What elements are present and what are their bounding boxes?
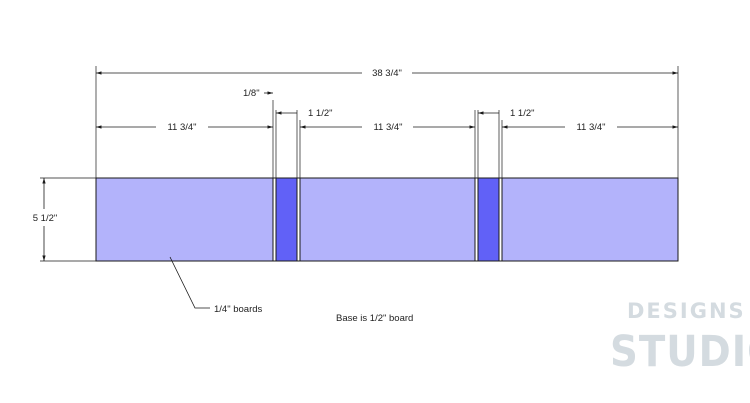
board-panel-2 <box>299 177 476 262</box>
dimension-height: 5 1/2" <box>28 178 62 261</box>
dimension-height-label: 5 1/2" <box>33 213 58 224</box>
dimension-gap: 1/8" <box>243 88 273 99</box>
dimension-section-3-label: 11 3/4" <box>576 122 605 133</box>
dimension-spacer-1-label: 1 1/2" <box>308 108 333 119</box>
dimension-section-2: 11 3/4" <box>300 122 475 133</box>
dimension-section-1: 11 3/4" <box>96 122 273 133</box>
dimension-spacer-2-label: 1 1/2" <box>510 108 535 119</box>
board-panel-1 <box>95 177 274 262</box>
dimension-overall-label: 38 3/4" <box>372 68 402 79</box>
dimension-section-2-label: 11 3/4" <box>373 122 402 133</box>
dimension-spacer-1: 1 1/2" <box>276 108 333 119</box>
spacer-board-1 <box>275 177 298 262</box>
watermark-logo: DESIGNS BY STUDIO C <box>610 299 750 377</box>
boards <box>95 177 679 262</box>
board-panel-3 <box>501 177 679 262</box>
boards-note: 1/4" boards <box>214 304 263 315</box>
dimension-section-3: 11 3/4" <box>502 122 678 133</box>
boards-callout: 1/4" boards <box>169 256 263 315</box>
dimension-spacer-2: 1 1/2" <box>478 108 535 119</box>
watermark-line2: STUDIO C <box>610 327 750 377</box>
dimension-overall: 38 3/4" <box>96 68 678 79</box>
dimension-gap-label: 1/8" <box>243 88 260 99</box>
dimension-section-1-label: 11 3/4" <box>167 122 196 133</box>
base-note: Base is 1/2" board <box>336 313 413 324</box>
watermark-line1: DESIGNS BY <box>627 299 750 323</box>
extension-lines <box>40 66 679 262</box>
spacer-board-2 <box>477 177 500 262</box>
